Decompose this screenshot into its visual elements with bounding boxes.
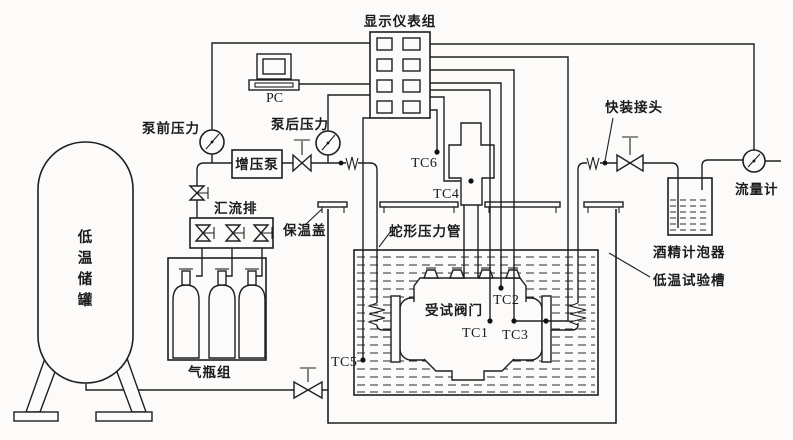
cryo-tank-char: 温 xyxy=(78,250,93,267)
label-pump-front-pressure: 泵前压力 xyxy=(142,120,200,136)
test-valve-body xyxy=(390,267,552,381)
valve-top-section xyxy=(413,277,527,302)
label-tc3: TC3 xyxy=(502,328,528,343)
tc2-dot xyxy=(498,285,504,291)
label-tc2: TC2 xyxy=(493,293,519,308)
label-cryo-storage-tank: 低 温 储 罐 xyxy=(77,228,93,309)
valve-bottom-section xyxy=(423,358,515,381)
valve-bonnet-cross xyxy=(448,122,495,206)
tc6-dot xyxy=(434,149,440,155)
left-pipe-to-flange xyxy=(376,324,391,331)
inner-bath xyxy=(353,249,599,396)
manifold-valve xyxy=(194,224,215,242)
bubbler-outlet-tube xyxy=(701,159,743,190)
label-manifold: 汇流排 xyxy=(214,200,258,216)
quick-fitting-dot xyxy=(602,160,608,166)
gas-cylinder xyxy=(208,248,236,359)
lid-segment xyxy=(484,201,561,208)
fill-line xyxy=(85,383,328,391)
cryo-tank-char: 储 xyxy=(78,270,93,288)
valve-flange-right xyxy=(541,295,552,363)
label-pc: PC xyxy=(266,91,283,106)
gas-cylinder xyxy=(238,248,266,359)
label-insulation-cover: 保温盖 xyxy=(282,222,327,238)
tc4-dot xyxy=(468,178,474,184)
tc6-wire xyxy=(430,109,438,152)
cryo-storage-tank xyxy=(13,141,153,422)
lid-legs xyxy=(321,207,620,213)
right-serpentine-coil xyxy=(568,302,587,326)
tc5-wire xyxy=(362,117,370,360)
valve-flange-left xyxy=(390,295,401,363)
tc4-wire xyxy=(430,96,471,182)
tc1-wire xyxy=(430,89,491,321)
pump-front-gauge xyxy=(199,129,225,155)
label-test-valve: 受试阀门 xyxy=(425,302,483,318)
tank-foot-left xyxy=(13,411,59,422)
cryo-tank-char: 低 xyxy=(77,228,93,246)
lid-segment xyxy=(317,201,348,208)
tc5-dot xyxy=(360,357,366,363)
display-panel xyxy=(369,31,431,119)
flow-meter-lines xyxy=(430,43,781,162)
pump-outlet-valve xyxy=(292,139,312,173)
valve-stem xyxy=(463,205,479,278)
pump-rear-gauge xyxy=(315,130,341,156)
label-tc5: TC5 xyxy=(331,355,357,370)
label-cryo-test-bath: 低温试验槽 xyxy=(652,272,726,288)
pc-workstation xyxy=(248,53,370,91)
insulation-lid xyxy=(317,201,624,213)
label-gas-cylinders: 气瓶组 xyxy=(187,364,232,380)
outlet-valve xyxy=(616,136,644,173)
tc2-wire xyxy=(430,82,502,288)
label-serpentine-tube: 蛇形压力管 xyxy=(389,223,462,239)
lid-segment xyxy=(583,201,624,208)
left-fitting-coil xyxy=(345,156,359,172)
label-tc6: TC6 xyxy=(411,156,437,171)
gas-cylinder xyxy=(172,248,203,359)
manifold-shutoff-valve xyxy=(188,185,209,201)
fill-valve xyxy=(293,367,323,400)
pump-front-gauge-line xyxy=(211,42,370,163)
tc3-wire xyxy=(430,69,546,322)
label-alcohol-bubbler: 酒精计泡器 xyxy=(653,244,726,260)
right-fitting-coil xyxy=(586,156,600,172)
manifold-output-pipe xyxy=(196,162,232,218)
manifold-valve xyxy=(224,224,245,242)
pump-rear-gauge-line xyxy=(327,94,370,163)
label-display-panel: 显示仪表组 xyxy=(364,13,437,29)
label-tc1: TC1 xyxy=(462,326,488,341)
cryo-tank-char: 罐 xyxy=(77,291,93,309)
alcohol-bubbler xyxy=(667,177,713,236)
booster-pump-box xyxy=(231,149,283,179)
quick-fitting-leader xyxy=(604,117,614,162)
tc1-dot xyxy=(487,318,493,324)
right-pressure-pipe xyxy=(551,162,679,331)
gas-cylinder-group xyxy=(167,248,267,361)
manifold-box xyxy=(189,217,274,249)
left-serpentine-coil xyxy=(367,302,386,326)
flange-dot xyxy=(543,318,549,324)
left-fitting-dot xyxy=(338,160,344,166)
flow-meter xyxy=(742,149,766,173)
insulation-cover-leader xyxy=(304,208,323,226)
label-flow-meter: 流量计 xyxy=(735,181,779,197)
lid-segment xyxy=(379,201,459,208)
test-bath-leader xyxy=(608,252,651,278)
serpentine-leader xyxy=(378,230,392,248)
manifold-valve xyxy=(252,224,273,242)
tank-vessel xyxy=(37,141,134,384)
tank-foot-right xyxy=(95,411,153,422)
label-tc4: TC4 xyxy=(433,187,459,202)
label-quick-fitting: 快装接头 xyxy=(605,99,663,115)
outer-tank-walls xyxy=(327,209,617,424)
right-flange-wire xyxy=(430,56,569,322)
label-pump-rear-pressure: 泵后压力 xyxy=(271,116,329,132)
tc3-dot xyxy=(511,318,517,324)
label-booster-pump: 增压泵 xyxy=(235,156,279,172)
